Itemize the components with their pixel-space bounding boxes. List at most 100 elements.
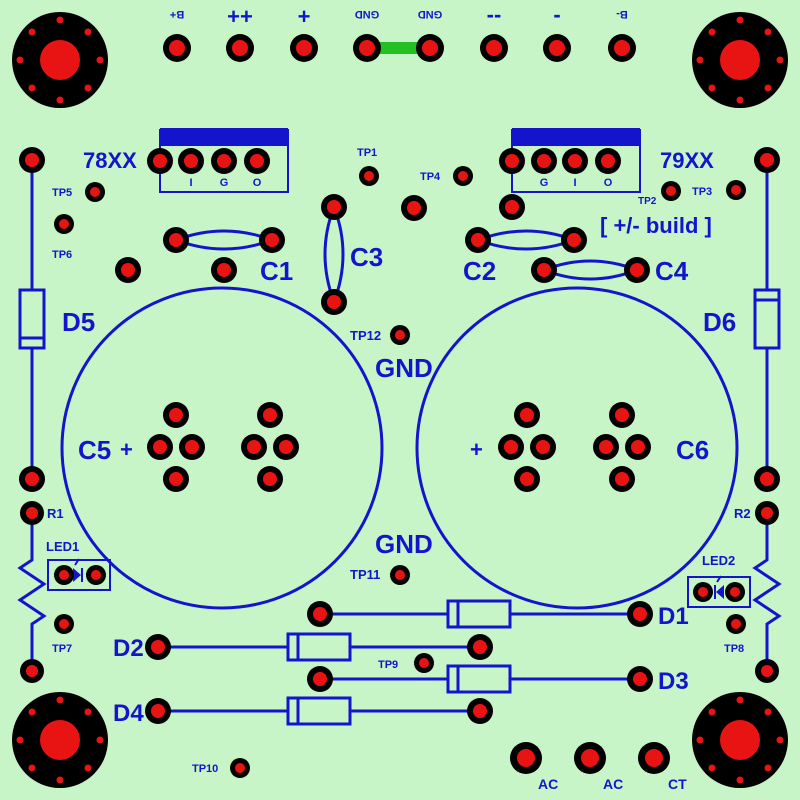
label-d5: D5	[62, 307, 95, 337]
pad-c5-2	[147, 434, 173, 460]
pad-c6-7	[625, 434, 651, 460]
label-c1: C1	[260, 256, 293, 286]
pad-tp5	[85, 182, 105, 202]
pad-tp2	[661, 181, 681, 201]
pad-minus	[543, 34, 571, 62]
r2-resistor	[752, 513, 782, 671]
pad-c6-2	[498, 434, 524, 460]
label-tp3: TP3	[692, 186, 712, 198]
label-c6: C6	[676, 435, 709, 465]
pad-c5-3	[179, 434, 205, 460]
label-ac-2: AC	[603, 776, 623, 792]
pad-c5-8	[257, 466, 283, 492]
pad-r2-bottom	[755, 659, 779, 683]
pad-c3-a	[321, 194, 347, 220]
pad-79xx-g	[531, 148, 557, 174]
label-tp5: TP5	[52, 187, 72, 199]
label-ct: CT	[668, 776, 687, 792]
led1-symbol	[73, 558, 83, 582]
label-d4: D4	[113, 700, 144, 727]
label-78xx-pin-1: I	[189, 177, 192, 189]
label-c3: C3	[350, 242, 383, 272]
pad-d1-a	[307, 601, 333, 627]
label-ac-1: AC	[538, 776, 558, 792]
pad-78xx-i	[178, 148, 204, 174]
pad-misc-1	[115, 257, 141, 283]
pad-78xx-g	[211, 148, 237, 174]
pad-c3-b	[321, 289, 347, 315]
pad-78xx-extra	[147, 148, 173, 174]
c4-outline	[539, 259, 642, 281]
pad-minus-minus	[480, 34, 508, 62]
c2-outline	[473, 229, 579, 251]
pad-c6-4	[514, 466, 540, 492]
label-79xx: 79XX	[660, 148, 714, 173]
label-79xx-pin-2: I	[573, 177, 576, 189]
label-c5-plus: +	[120, 437, 133, 462]
label-d1: D1	[658, 603, 689, 630]
label-c4: C4	[655, 256, 689, 286]
pad-d3-b	[627, 666, 653, 692]
label-c5: C5	[78, 435, 111, 465]
label-tp2: TP2	[638, 196, 657, 207]
pad-tp4	[453, 166, 473, 186]
pad-led1-a	[54, 565, 74, 585]
pad-tp6	[54, 214, 74, 234]
pad-tp9	[414, 653, 434, 673]
pad-c1-b	[259, 227, 285, 253]
pad-c2-b	[561, 227, 587, 253]
label-minus: -	[553, 2, 560, 27]
label-gnd-1: GND	[355, 8, 380, 20]
label-b-minus: B-	[616, 8, 628, 20]
reg-79xx-tab	[512, 128, 640, 146]
pad-gnd-1	[353, 34, 381, 62]
label-gnd-top: GND	[375, 353, 433, 383]
c6-outline	[415, 286, 739, 610]
mounting-hole-top-left	[12, 12, 108, 108]
pad-ac-2	[574, 742, 606, 774]
led2-symbol	[714, 575, 724, 599]
label-c6-plus: +	[470, 437, 483, 462]
pad-c2-a	[465, 227, 491, 253]
pad-tp8	[726, 614, 746, 634]
pad-ac-1	[510, 742, 542, 774]
label-tp11: TP11	[350, 567, 380, 582]
pad-c5-1	[163, 402, 189, 428]
pad-r2-top	[755, 501, 779, 525]
label-led1: LED1	[46, 539, 79, 554]
pad-c5-6	[241, 434, 267, 460]
label-78xx: 78XX	[83, 148, 137, 173]
label-tp12: TP12	[350, 328, 381, 343]
label-d6: D6	[703, 307, 736, 337]
pad-tp10	[230, 758, 250, 778]
pad-tp1	[359, 166, 379, 186]
pad-c6-6	[593, 434, 619, 460]
pad-plus	[290, 34, 318, 62]
label-gnd-2: GND	[418, 8, 443, 20]
label-plus-plus: ++	[227, 4, 253, 29]
pad-misc-2	[211, 257, 237, 283]
pad-79xx-i	[562, 148, 588, 174]
pad-plus-plus	[226, 34, 254, 62]
label-build-note: [ +/- build ]	[600, 213, 712, 238]
label-tp8: TP8	[724, 643, 744, 655]
pad-led2-a	[693, 582, 713, 602]
pads	[19, 34, 780, 778]
mounting-holes	[12, 12, 788, 788]
label-tp7: TP7	[52, 643, 72, 655]
labels: B+ ++ + GND GND -- - B- 78XX 79XX I G O …	[46, 2, 751, 792]
label-gnd-bottom: GND	[375, 529, 433, 559]
pad-misc-4	[499, 194, 525, 220]
c5-outline	[60, 286, 384, 610]
label-d3: D3	[658, 668, 689, 695]
pad-r1-bottom	[20, 659, 44, 683]
label-tp10: TP10	[192, 763, 218, 775]
label-r2: R2	[734, 506, 751, 521]
mounting-hole-top-right	[692, 12, 788, 108]
pad-d5-bottom	[19, 466, 45, 492]
label-b-plus: B+	[170, 8, 184, 20]
r1-resistor	[17, 513, 47, 671]
pad-d1-b	[627, 601, 653, 627]
pad-tp3	[726, 180, 746, 200]
